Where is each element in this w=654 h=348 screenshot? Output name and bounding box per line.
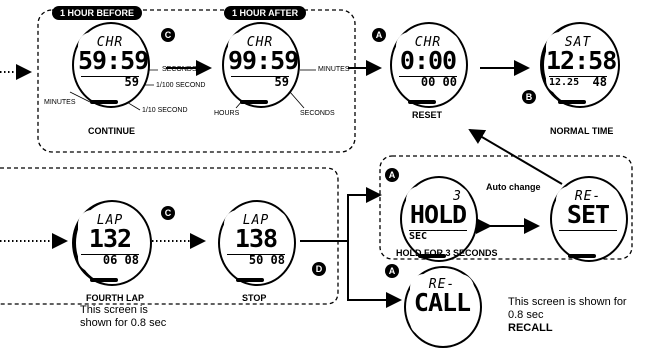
watch-main-text: CALL — [413, 288, 471, 317]
hours-label: HOURS — [214, 110, 240, 117]
minutes-label: MINUTES — [318, 66, 350, 73]
lap-note-line1: This screen is — [80, 304, 148, 316]
watch-mode-text: CHR — [246, 35, 274, 50]
watch-sub-text: 59 — [124, 75, 139, 89]
tenth-second-label: 1/10 SECOND — [142, 107, 188, 114]
watch-main-text: SET — [566, 200, 610, 229]
stop-caption: STOP — [242, 293, 267, 303]
button-c-badge: C — [161, 206, 175, 220]
button-c-badge: C — [161, 28, 175, 42]
watch-main-text: 59:59 — [78, 46, 149, 75]
watch-sec-text: SEC — [409, 231, 428, 242]
watch-date-text: 12.25 — [549, 77, 580, 88]
before-pill: 1 HOUR BEFORE — [52, 6, 143, 20]
watch-sub-text: 59 — [274, 75, 289, 89]
watch-sub-text: 48 — [592, 75, 607, 89]
minutes-label: MINUTES — [44, 99, 76, 106]
reset-caption: RESET — [412, 110, 443, 120]
button-d-badge: D — [312, 262, 326, 276]
watch-reset: CHR 0:00 00 00 — [390, 22, 468, 108]
lap-note-line2: shown for 0.8 sec — [80, 317, 167, 329]
watch-countdown-text: 3 — [453, 189, 462, 204]
watch-recall: RE- CALL — [404, 266, 482, 348]
watch-sub-text: 00 00 — [420, 75, 457, 89]
recall-note-line2: 0.8 sec — [508, 309, 544, 321]
button-b-badge: B — [522, 90, 536, 104]
watch-main-text: 12:58 — [546, 46, 617, 75]
hundredth-second-label: 1/100 SECOND — [156, 82, 206, 89]
watch-continue-before: CHR 59:59 59 — [72, 22, 150, 108]
watch-main-text: 138 — [234, 224, 278, 253]
watch-normal-time: SAT 12:58 12.25 48 — [540, 22, 620, 108]
button-a-badge: A — [372, 28, 386, 42]
continue-caption: CONTINUE — [88, 126, 135, 136]
watch-sub-text: 06 08 — [102, 253, 139, 267]
watch-mode-text: CHR — [414, 35, 442, 50]
button-a-badge: A — [385, 264, 399, 278]
recall-note-title: RECALL — [508, 322, 553, 334]
watch-stop: LAP 138 50 08 — [218, 200, 296, 286]
recall-note-line1: This screen is shown for — [508, 296, 627, 308]
watch-mode-text: RE- — [428, 277, 456, 292]
watch-main-text: 0:00 — [399, 46, 457, 75]
fourth-lap-caption: FOURTH LAP — [86, 293, 144, 303]
watch-mode-text: LAP — [96, 213, 124, 228]
watch-day-text: SAT — [564, 35, 592, 50]
normal-time-caption: NORMAL TIME — [550, 126, 614, 136]
watch-mode-text: CHR — [96, 35, 124, 50]
watch-continue-after: CHR 99:59 59 — [222, 22, 300, 108]
seconds-label: SECONDS — [300, 110, 335, 117]
seconds-label: SECONDS — [162, 66, 197, 73]
watch-fourth-lap: LAP 132 06 08 — [72, 200, 152, 286]
auto-change-label: Auto change — [486, 182, 541, 192]
button-a-badge: A — [385, 168, 399, 182]
watch-reset-confirm: RE- SET — [550, 176, 628, 262]
watch-main-text: 99:59 — [228, 46, 299, 75]
hold-label: HOLD FOR 3 SECONDS — [396, 248, 498, 258]
after-pill: 1 HOUR AFTER — [224, 6, 307, 20]
watch-main-text: 132 — [88, 224, 132, 253]
watch-mode-text: LAP — [242, 213, 270, 228]
watch-mode-text: RE- — [574, 189, 602, 204]
watch-hold: 3 HOLD SEC — [400, 176, 478, 262]
watch-main-text: HOLD — [409, 200, 467, 229]
watch-sub-text: 50 08 — [248, 253, 285, 267]
